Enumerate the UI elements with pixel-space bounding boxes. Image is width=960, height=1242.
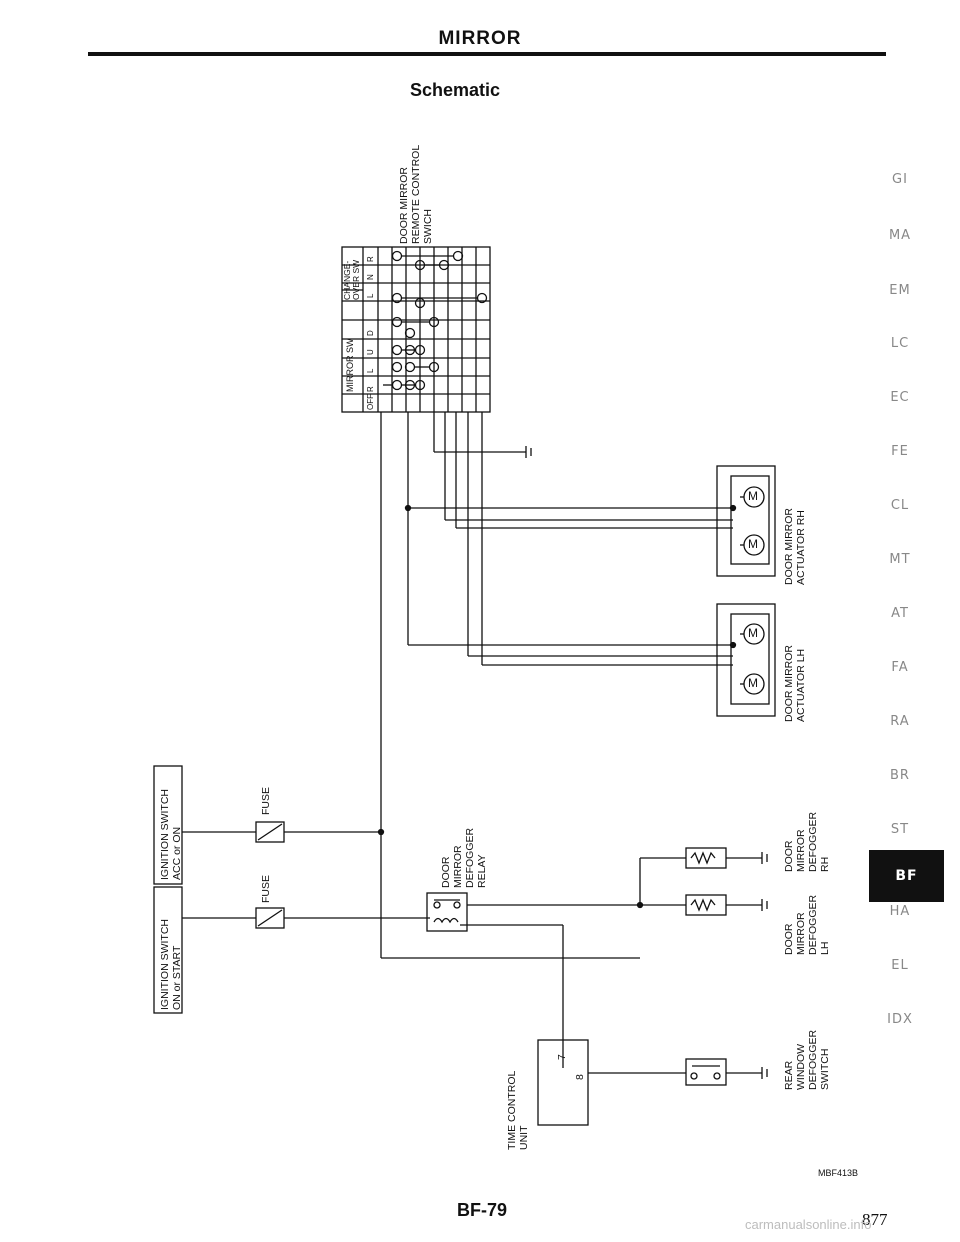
header-rule: [88, 52, 886, 56]
ignition-acc-label: IGNITION SWITCH ACC or ON: [159, 789, 183, 880]
tab-ec[interactable]: EC: [890, 390, 910, 405]
motor-lh-top-symbol: M: [748, 626, 758, 640]
pos-d-label: D: [366, 330, 375, 336]
pos-changeover-r-label: R: [366, 256, 375, 262]
pos-r-label: R: [366, 386, 375, 392]
tab-mt[interactable]: MT: [889, 552, 911, 567]
motor-rh-top-symbol: M: [748, 489, 758, 503]
rear-switch-label: REAR WINDOW DEFOGGER SWITCH: [783, 1029, 831, 1090]
fuse-1-label: FUSE: [260, 786, 272, 815]
tab-cl[interactable]: CL: [890, 498, 910, 513]
tcu-pin-8: 8: [574, 1074, 586, 1080]
relay-label: DOOR MIRROR DEFOGGER RELAY: [440, 827, 488, 888]
pos-off-label: OFF: [366, 394, 375, 410]
tab-st[interactable]: ST: [890, 822, 910, 837]
actuator-rh-label: DOOR MIRROR ACTUATOR RH: [783, 508, 807, 585]
fuse-2-label: FUSE: [260, 874, 272, 903]
tab-idx[interactable]: IDX: [887, 1012, 913, 1027]
remote-switch-label: DOOR MIRROR REMOTE CONTROL SWICH: [398, 144, 434, 244]
pos-l-label: L: [366, 368, 375, 373]
tab-at[interactable]: AT: [891, 606, 909, 621]
ignition-start-label: IGNITION SWITCH ON or START: [159, 919, 183, 1010]
mirror-sw-label: MIRROR SW: [345, 338, 355, 393]
pos-changeover-l-label: L: [366, 293, 375, 298]
tab-fe[interactable]: FE: [891, 444, 909, 459]
actuator-lh-label: DOOR MIRROR ACTUATOR LH: [783, 645, 807, 722]
actuator-rh: [716, 465, 776, 577]
defogger-lh-label: DOOR MIRROR DEFOGGER LH: [783, 894, 831, 955]
ignition-switch-start-box: [153, 886, 183, 1014]
tab-gi[interactable]: GI: [892, 172, 908, 187]
tcu-label: TIME CONTROL UNIT: [506, 1070, 530, 1150]
diagram-subtitle: Schematic: [409, 80, 501, 100]
ignition-switch-acc-box: [153, 765, 183, 885]
tab-el[interactable]: EL: [891, 958, 909, 973]
watermark: carmanualsonline.info: [745, 1217, 872, 1232]
book-page-number: 877: [862, 1210, 888, 1229]
motor-lh-bottom-symbol: M: [748, 676, 758, 690]
defogger-relay: [426, 892, 468, 932]
tcu-pin-7: 7: [556, 1054, 568, 1060]
defogger-rh-label: DOOR MIRROR DEFOGGER RH: [783, 811, 831, 872]
tab-ma[interactable]: MA: [888, 228, 912, 243]
remote-control-switch-table: [341, 246, 491, 413]
time-control-unit-box: [537, 1039, 589, 1126]
actuator-lh: [716, 603, 776, 717]
tab-bf[interactable]: BF: [869, 850, 944, 902]
pos-u-label: U: [366, 349, 375, 355]
tab-ha[interactable]: HA: [889, 904, 911, 919]
tab-ra[interactable]: RA: [890, 714, 910, 729]
tab-lc[interactable]: LC: [890, 336, 910, 351]
tab-br[interactable]: BR: [890, 768, 910, 783]
page-number: BF-79: [456, 1200, 507, 1220]
defogger-rh-heater: [685, 847, 727, 869]
page-title: MIRROR: [438, 28, 522, 49]
figure-code: MBF413B: [818, 1168, 859, 1178]
tab-em[interactable]: EM: [889, 283, 911, 298]
pos-n-label: N: [366, 274, 375, 280]
rear-window-defogger-switch: [685, 1058, 727, 1086]
defogger-lh-heater: [685, 894, 727, 916]
motor-rh-bottom-symbol: M: [748, 537, 758, 551]
tab-fa[interactable]: FA: [891, 660, 909, 675]
changeover-sw-label: CHANGE- OVER SW: [342, 259, 361, 300]
